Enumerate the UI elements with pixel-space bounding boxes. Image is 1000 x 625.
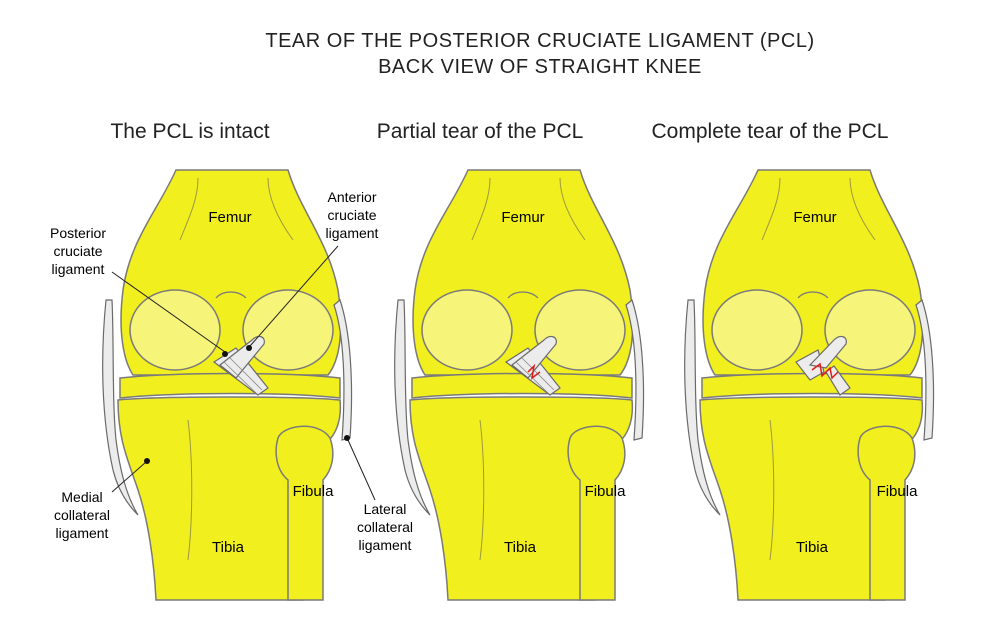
- lcl-label-line1: Lateral: [364, 501, 407, 517]
- lcl-label-line2: collateral: [357, 519, 413, 535]
- mcl-callout: Medial collateral ligament: [54, 489, 110, 541]
- mcl-label-line2: collateral: [54, 507, 110, 523]
- pcl-callout: Posterior cruciate ligament: [50, 225, 106, 277]
- knee-partial-tear: [393, 169, 645, 601]
- diagram-title-line2: BACK VIEW OF STRAIGHT KNEE: [378, 56, 702, 78]
- knee-complete-tear: [683, 169, 935, 601]
- pcl-label-line2: cruciate: [53, 243, 102, 259]
- acl-label-line3: ligament: [326, 225, 379, 241]
- acl-label-line2: cruciate: [327, 207, 376, 223]
- panel-title-intact: The PCL is intact: [110, 120, 270, 143]
- tibia-label: Tibia: [504, 539, 537, 556]
- acl-callout: Anterior cruciate ligament: [326, 189, 379, 241]
- fibula-label: Fibula: [293, 483, 335, 500]
- mcl-label-line1: Medial: [61, 489, 102, 505]
- fibula-label: Fibula: [585, 483, 627, 500]
- diagram-title-line1: TEAR OF THE POSTERIOR CRUCIATE LIGAMENT …: [265, 30, 815, 52]
- lcl-label-line3: ligament: [359, 537, 412, 553]
- fibula-label: Fibula: [877, 483, 919, 500]
- mcl-label-line3: ligament: [56, 525, 109, 541]
- pcl-label-line3: ligament: [52, 261, 105, 277]
- femur-label: Femur: [793, 209, 836, 226]
- femur-label: Femur: [501, 209, 544, 226]
- panel-title-complete: Complete tear of the PCL: [651, 120, 889, 143]
- knee-intact: [101, 169, 353, 601]
- lcl-callout: Lateral collateral ligament: [357, 501, 413, 553]
- femur-label: Femur: [208, 209, 251, 226]
- partial-tear-mark: [527, 363, 541, 380]
- tibia-label: Tibia: [796, 539, 829, 556]
- pcl-label-line1: Posterior: [50, 225, 106, 241]
- acl-label-line1: Anterior: [327, 189, 376, 205]
- panel-title-partial: Partial tear of the PCL: [376, 120, 584, 143]
- complete-tear-mark: [811, 362, 839, 380]
- tibia-label: Tibia: [212, 539, 245, 556]
